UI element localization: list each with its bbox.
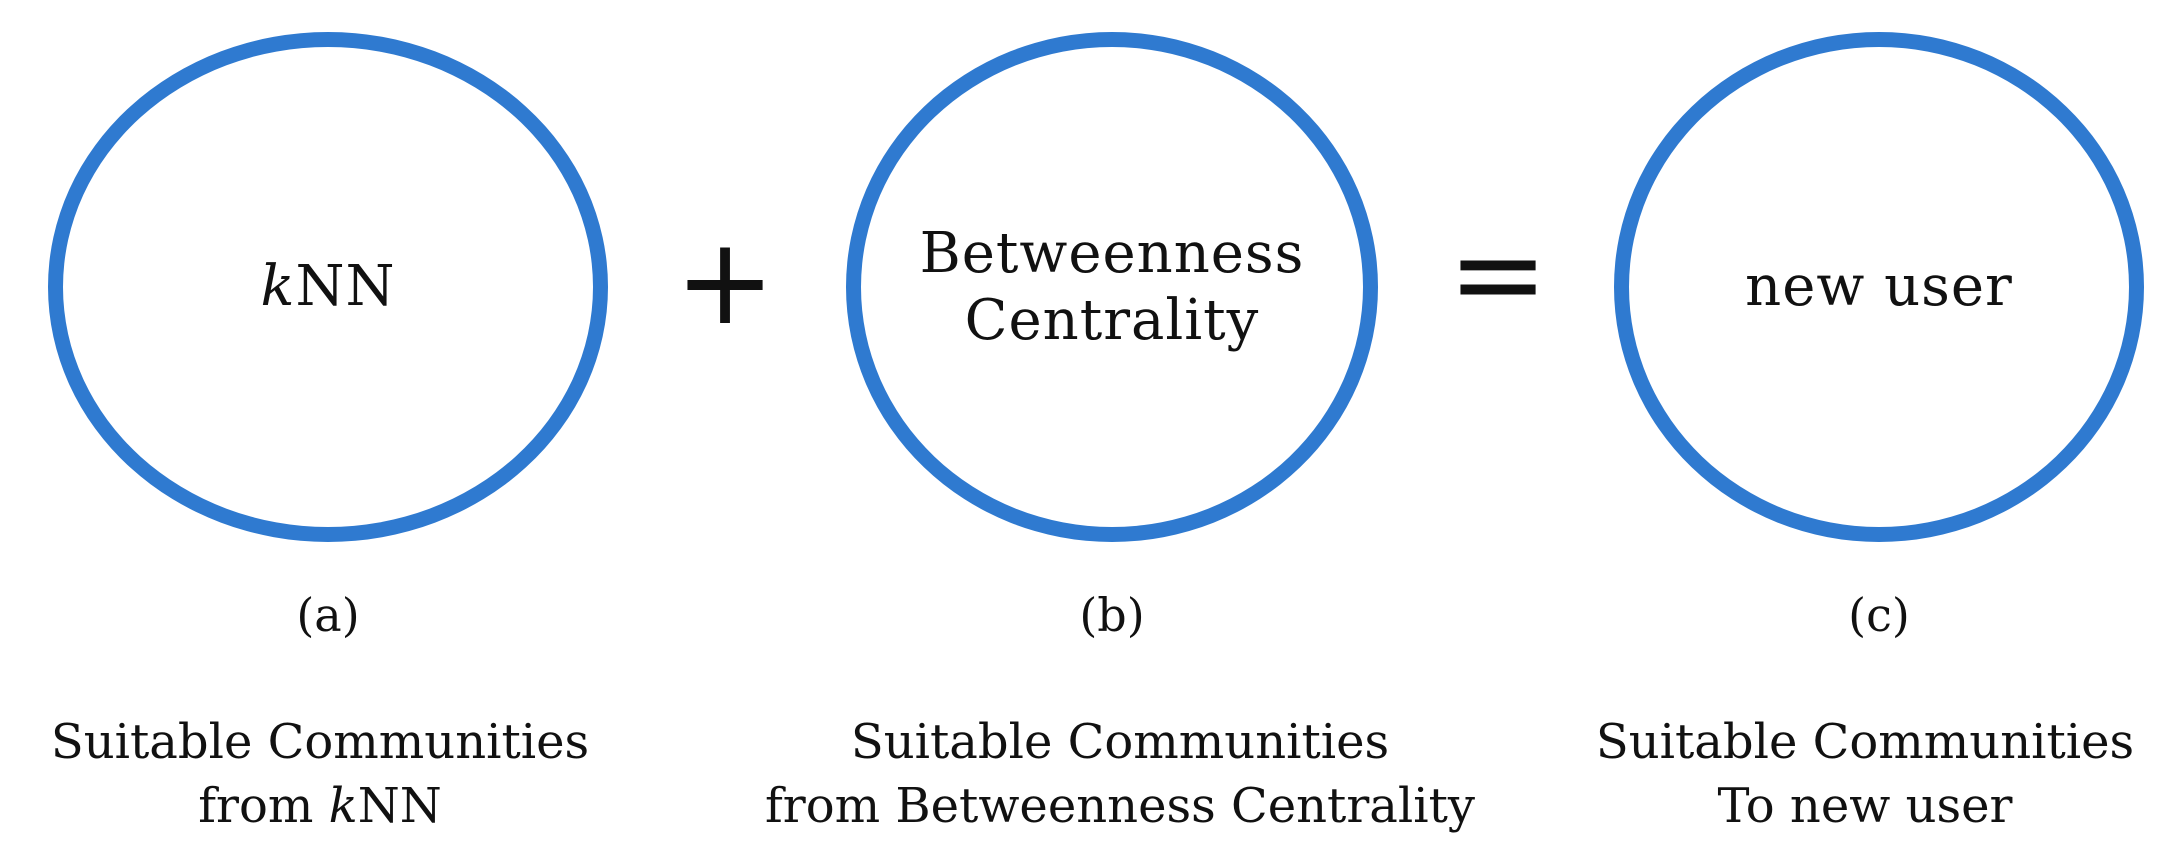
circle-new-user: new user xyxy=(1614,32,2144,542)
circle-betweenness-centrality: Betweenness Centrality xyxy=(846,32,1378,542)
betweenness-line1: Betweenness xyxy=(919,220,1305,286)
sublabel-c: (c) xyxy=(1848,588,1910,642)
caption-a-prefix: from xyxy=(198,778,329,834)
circle-knn: kNN xyxy=(48,32,608,542)
caption-b-line1: Suitable Communities xyxy=(850,714,1390,770)
caption-c-line2: To new user xyxy=(1717,778,2013,834)
caption-b: Suitable Communities from Betweenness Ce… xyxy=(690,710,1550,838)
knn-rest: NN xyxy=(295,254,396,320)
plus-operator: + xyxy=(674,213,776,352)
equals-operator: = xyxy=(1447,205,1549,344)
knn-italic-k: k xyxy=(260,254,296,320)
caption-a-line1: Suitable Communities xyxy=(50,714,590,770)
caption-a: Suitable Communities from kNN xyxy=(0,710,640,838)
caption-b-line2: from Betweenness Centrality xyxy=(764,778,1475,834)
betweenness-line2: Centrality xyxy=(964,288,1260,353)
circle-betweenness-label: Betweenness Centrality xyxy=(920,220,1305,354)
caption-c-line1: Suitable Communities xyxy=(1595,714,2135,770)
circle-new-user-label: new user xyxy=(1745,254,2013,320)
caption-a-italic-k: k xyxy=(328,778,358,834)
caption-a-line2: from kNN xyxy=(0,774,640,838)
caption-a-rest: NN xyxy=(357,778,442,834)
circle-knn-label: kNN xyxy=(261,253,396,320)
sublabel-b: (b) xyxy=(1079,588,1145,642)
caption-c: Suitable Communities To new user xyxy=(1560,710,2170,838)
sublabel-a: (a) xyxy=(296,588,360,642)
